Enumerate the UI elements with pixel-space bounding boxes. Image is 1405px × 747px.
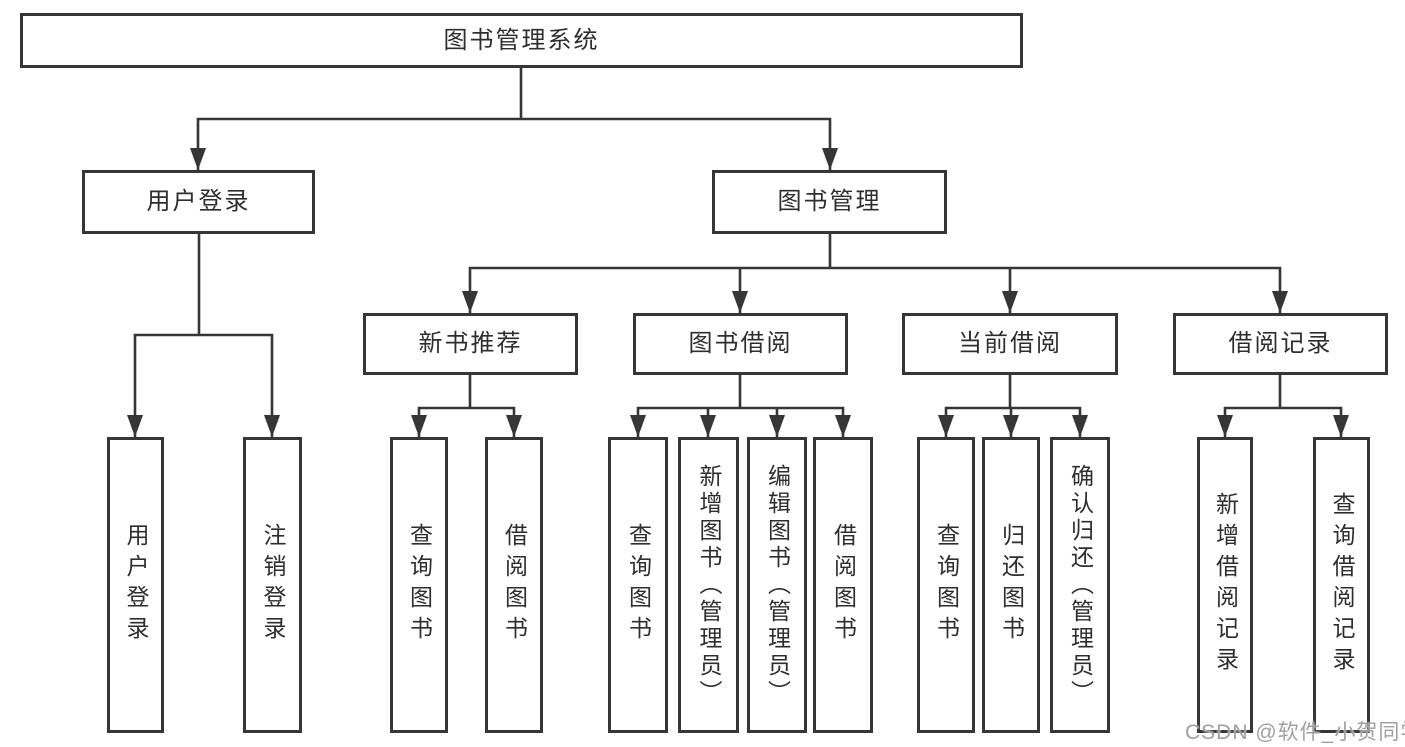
node-label: 借阅记录 <box>1228 330 1333 357</box>
node-current-borrowing: 当前借阅 <box>902 313 1118 375</box>
leaf-label: 确认归还（管理员） <box>1067 463 1094 707</box>
leaf-label: 借阅图书 <box>501 523 528 647</box>
node-label: 新书推荐 <box>418 330 523 357</box>
leaf-label: 查询图书 <box>933 523 960 647</box>
leaf-records-query-borrow-record: 查询借阅记录 <box>1313 437 1370 733</box>
leaf-label: 查询图书 <box>625 523 652 647</box>
leaf-records-add-borrow-record: 新增借阅记录 <box>1197 437 1253 733</box>
leaf-label: 归还图书 <box>998 523 1025 647</box>
node-new-book-recommend: 新书推荐 <box>363 313 578 375</box>
leaf-borrowing-add-books-admin: 新增图书（管理员） <box>678 437 739 733</box>
leaf-label: 借阅图书 <box>830 523 857 647</box>
leaf-newbook-borrow-books: 借阅图书 <box>485 437 543 733</box>
node-label: 图书管理系统 <box>443 26 600 54</box>
node-user-login: 用户登录 <box>82 170 315 234</box>
node-label: 当前借阅 <box>958 330 1062 357</box>
leaf-label: 查询图书 <box>406 523 433 647</box>
node-label: 图书管理 <box>777 188 882 215</box>
node-library-management-system: 图书管理系统 <box>20 13 1023 68</box>
leaf-label: 查询借阅记录 <box>1329 492 1355 678</box>
leaf-label: 注销登录 <box>260 523 286 647</box>
leaf-borrowing-borrow-books: 借阅图书 <box>813 437 873 733</box>
leaf-label: 新增借阅记录 <box>1212 492 1239 678</box>
node-book-borrowing: 图书借阅 <box>633 313 848 375</box>
node-label: 用户登录 <box>146 188 251 215</box>
leaf-current-query-books: 查询图书 <box>917 437 975 733</box>
leaf-label: 用户登录 <box>123 523 149 647</box>
leaf-borrowing-edit-books-admin: 编辑图书（管理员） <box>747 437 807 733</box>
node-label: 图书借阅 <box>688 330 793 357</box>
node-book-management: 图书管理 <box>712 170 947 234</box>
leaf-label: 新增图书（管理员） <box>696 463 722 707</box>
node-borrowing-records: 借阅记录 <box>1173 313 1388 375</box>
leaf-user-login: 用户登录 <box>107 437 164 733</box>
leaf-borrowing-query-books: 查询图书 <box>608 437 668 733</box>
leaf-newbook-query-books: 查询图书 <box>390 437 448 733</box>
leaf-label: 编辑图书（管理员） <box>764 463 791 707</box>
leaf-current-return-books: 归还图书 <box>982 437 1040 733</box>
leaf-logout: 注销登录 <box>243 437 302 733</box>
leaf-current-confirm-return-admin: 确认归还（管理员） <box>1050 437 1110 733</box>
